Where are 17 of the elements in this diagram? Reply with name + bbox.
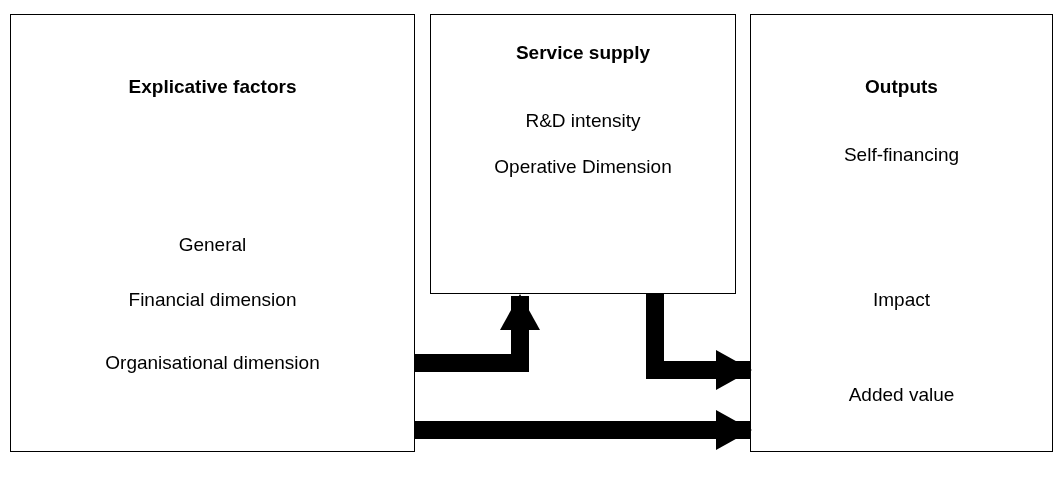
box-item: Financial dimension [127, 288, 298, 312]
block-arrow [415, 410, 752, 450]
box-item: Added value [847, 383, 956, 407]
text-box [430, 14, 736, 294]
box-heading: Explicative factors [127, 75, 298, 99]
box-item: Self-financing [842, 143, 961, 167]
text-box [10, 14, 415, 452]
block-arrow [646, 294, 752, 390]
box-item: General [177, 233, 248, 257]
block-arrow [415, 294, 540, 372]
box-item: Impact [872, 288, 931, 312]
box-item: Operative Dimension [493, 155, 673, 179]
box-heading: Service supply [514, 41, 652, 65]
box-item: R&D intensity [524, 109, 642, 133]
box-heading: Outputs [864, 75, 939, 99]
text-box [750, 14, 1053, 452]
box-item: Organisational dimension [104, 351, 321, 375]
